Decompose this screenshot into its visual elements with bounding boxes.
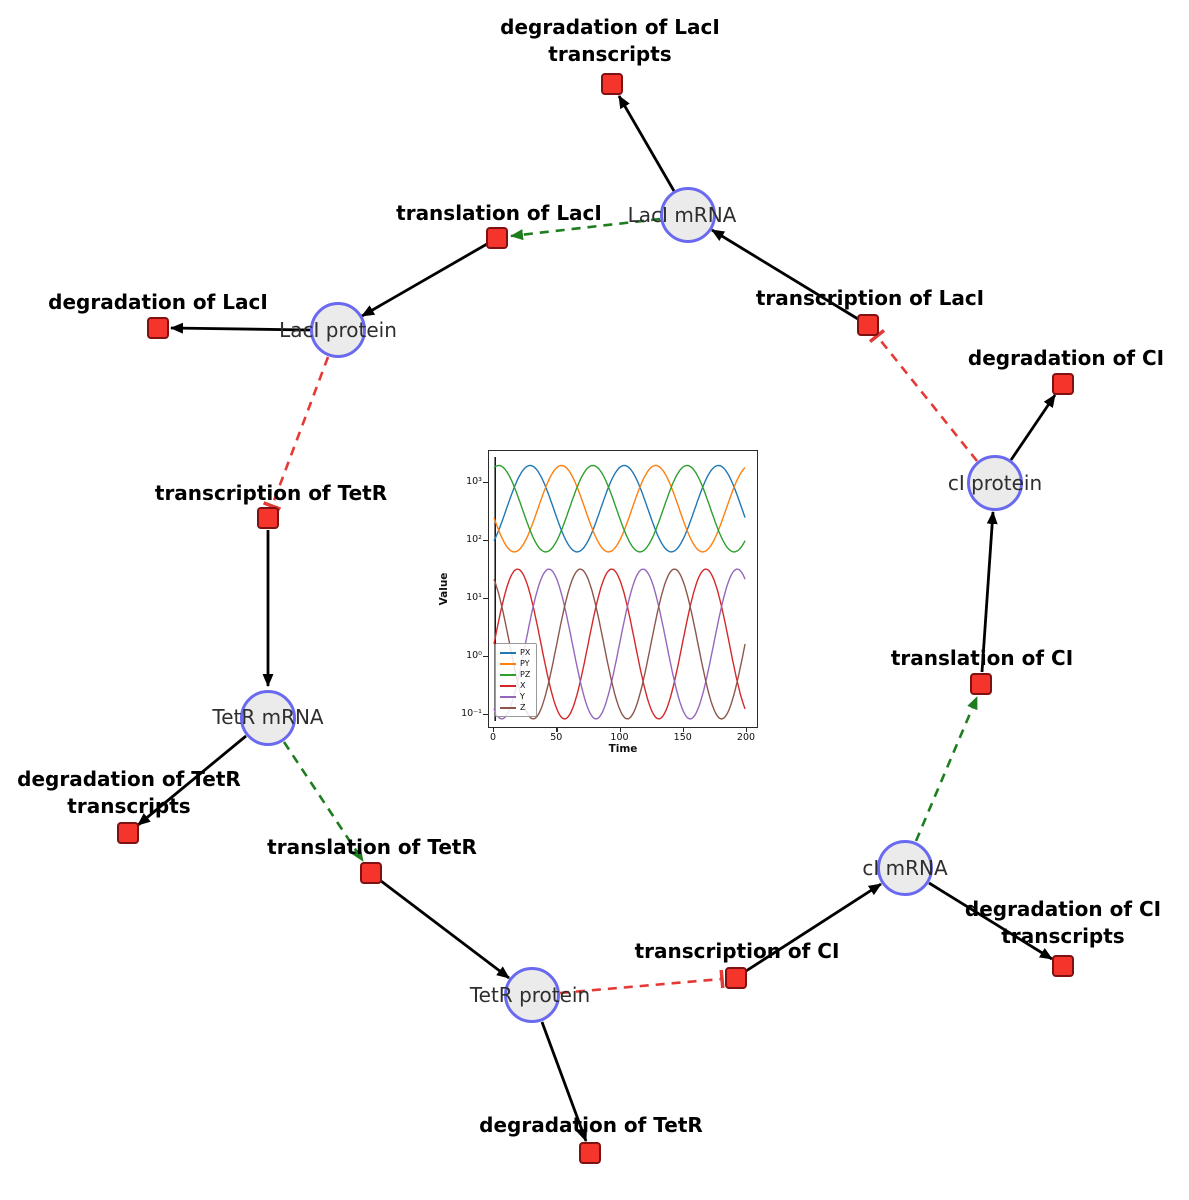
x-tickmark (619, 728, 621, 732)
edge-laci-mrna-to-degradation-of-laci-transcripts (617, 95, 676, 192)
reaction-label-transcription-of-tetr: transcription of TetR (154, 481, 388, 505)
series-PY (493, 464, 746, 553)
edge-translation-of-tetr-to-tetr-protein (380, 879, 510, 980)
reaction-node-translation-of-tetr[interactable] (360, 862, 382, 884)
edge-ci-mrna-to-translation-of-ci (914, 696, 979, 842)
legend-label-PZ: PZ (520, 669, 531, 679)
y-tick--1: 10⁻¹ (461, 708, 482, 719)
reaction-node-degradation-of-tetr[interactable] (579, 1142, 601, 1164)
reaction-node-degradation-of-ci-transcripts[interactable] (1052, 955, 1074, 977)
legend-swatch-PX (500, 651, 516, 654)
series-PZ (493, 464, 746, 553)
reaction-node-degradation-of-ci[interactable] (1052, 373, 1074, 395)
species-label-laci-mrna: LacI mRNA (627, 203, 737, 227)
series-Z (493, 568, 746, 720)
x-tick-100: 100 (610, 732, 629, 743)
reaction-node-transcription-of-tetr[interactable] (257, 507, 279, 529)
legend-swatch-X (500, 684, 516, 687)
x-tick-0: 0 (489, 732, 497, 743)
x-tickmark (746, 728, 748, 732)
reaction-node-degradation-of-laci-transcripts[interactable] (601, 73, 623, 95)
legend-swatch-PZ (500, 673, 516, 676)
x-tick-50: 50 (550, 732, 563, 743)
species-label-tetr-mrna: TetR mRNA (212, 705, 324, 729)
series-PX (493, 464, 746, 553)
species-node-laci-mrna[interactable] (660, 187, 716, 243)
reaction-label-degradation-of-laci-transcripts: degradation of LacI transcripts (500, 15, 720, 66)
x-tick-150: 150 (673, 732, 692, 743)
curves-layer (493, 456, 746, 722)
legend-entry-X: X (500, 680, 530, 691)
reaction-label-translation-of-ci: translation of CI (890, 646, 1074, 670)
species-node-ci-mrna[interactable] (877, 840, 933, 896)
species-node-laci-protein[interactable] (310, 302, 366, 358)
y-tick-3: 10³ (466, 476, 482, 487)
species-label-tetr-protein: TetR protein (469, 983, 591, 1007)
legend-swatch-Y (500, 695, 516, 698)
reaction-label-transcription-of-laci: transcription of LacI (755, 286, 985, 310)
species-label-ci-protein: cI protein (947, 471, 1043, 495)
reaction-node-translation-of-ci[interactable] (970, 673, 992, 695)
y-tickmark (483, 656, 488, 658)
legend-label-PY: PY (520, 658, 530, 668)
reaction-label-degradation-of-laci: degradation of LacI (48, 290, 268, 314)
species-node-tetr-protein[interactable] (504, 967, 560, 1023)
reaction-node-transcription-of-laci[interactable] (857, 314, 879, 336)
reaction-node-degradation-of-tetr-transcripts[interactable] (117, 822, 139, 844)
x-tickmark (493, 728, 495, 732)
legend-entry-PY: PY (500, 658, 530, 669)
reaction-label-translation-of-laci: translation of LacI (396, 201, 602, 225)
reaction-label-degradation-of-ci-transcripts: degradation of CI transcripts (964, 897, 1162, 948)
y-tickmark (483, 482, 488, 484)
reaction-label-transcription-of-ci: transcription of CI (634, 939, 840, 963)
edge-ci-protein-inhibits-transcription-of-laci (868, 329, 979, 462)
series-Y (493, 568, 746, 720)
y-tickmark (483, 714, 488, 716)
species-label-ci-mrna: cI mRNA (862, 856, 948, 880)
reaction-label-degradation-of-ci: degradation of CI (967, 346, 1165, 370)
species-node-tetr-mrna[interactable] (240, 690, 296, 746)
species-label-laci-protein: LacI protein (279, 318, 397, 342)
legend-swatch-Z (500, 706, 516, 709)
legend-label-Y: Y (520, 691, 525, 701)
y-tick-2: 10² (466, 534, 482, 545)
reaction-label-translation-of-tetr: translation of TetR (267, 835, 477, 859)
reaction-label-degradation-of-tetr: degradation of TetR (479, 1113, 703, 1137)
legend-entry-Z: Z (500, 702, 530, 713)
legend-label-X: X (520, 680, 526, 690)
legend-entry-PZ: PZ (500, 669, 530, 680)
legend-entry-PX: PX (500, 647, 530, 658)
reaction-node-translation-of-laci[interactable] (486, 227, 508, 249)
series-X (493, 568, 746, 720)
x-axis-label: Time (608, 743, 638, 755)
y-tickmark (483, 598, 488, 600)
x-tick-200: 200 (736, 732, 756, 743)
species-node-ci-protein[interactable] (967, 455, 1023, 511)
legend-entry-Y: Y (500, 691, 530, 702)
edge-ci-protein-to-degradation-of-ci (1009, 394, 1057, 461)
reaction-node-transcription-of-ci[interactable] (725, 967, 747, 989)
reaction-label-degradation-of-tetr-transcripts: degradation of TetR transcripts (17, 767, 241, 818)
y-tick-0: 10⁰ (466, 650, 482, 661)
legend-swatch-PY (500, 662, 516, 665)
y-tick-1: 10¹ (466, 592, 482, 603)
edge-translation-of-laci-to-laci-protein (361, 242, 488, 318)
x-tickmark (682, 728, 685, 732)
y-tickmark (483, 540, 488, 542)
x-tickmark (556, 728, 558, 732)
reaction-node-degradation-of-laci[interactable] (147, 317, 169, 339)
legend-label-Z: Z (520, 702, 526, 712)
legend-label-PX: PX (520, 647, 531, 657)
